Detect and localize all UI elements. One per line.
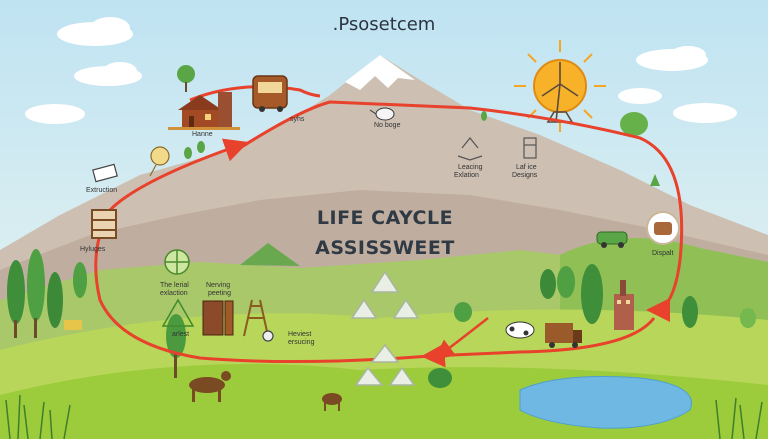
fence-icon: [64, 320, 82, 330]
label-laf-ice: Laf ice: [516, 164, 537, 172]
label-no-boge: No boge: [374, 122, 400, 130]
label-the-lerial: The lerial: [160, 282, 189, 290]
center-title-line1: LIFE CAYCLE: [270, 203, 500, 233]
label-peeting: peeting: [208, 290, 231, 298]
center-title-line2: ASSISSWEET: [270, 233, 500, 263]
label-hyluges: Hyluges: [80, 246, 105, 254]
sawmill-icon: [92, 210, 116, 238]
page-title: .Psosetcem: [0, 14, 768, 35]
wheel-icon: [165, 250, 189, 274]
label-arlest: arlest: [172, 331, 189, 339]
bag-icon: [647, 212, 679, 244]
label-heviest: Heviest: [288, 331, 311, 339]
label-exlation: Exlation: [454, 172, 479, 180]
bus-icon: [253, 76, 287, 112]
roller-icon: [263, 331, 273, 341]
pallet-icon: [203, 301, 233, 335]
label-designs: Designs: [512, 172, 537, 180]
label-exlaction: exlaction: [160, 290, 188, 298]
diagram-center-title: LIFE CAYCLE ASSISSWEET: [270, 203, 500, 263]
label-hanne: Hanne: [192, 131, 213, 139]
label-nerving: Nerving: [206, 282, 230, 290]
label-leacing: Leacing: [458, 164, 483, 172]
label-syhs: syhs: [290, 116, 304, 124]
label-ersucing: ersucing: [288, 339, 314, 347]
cow-icon: [506, 322, 534, 338]
label-dispalt: Dispalt: [652, 250, 673, 258]
label-extruction: Extruction: [86, 187, 117, 195]
